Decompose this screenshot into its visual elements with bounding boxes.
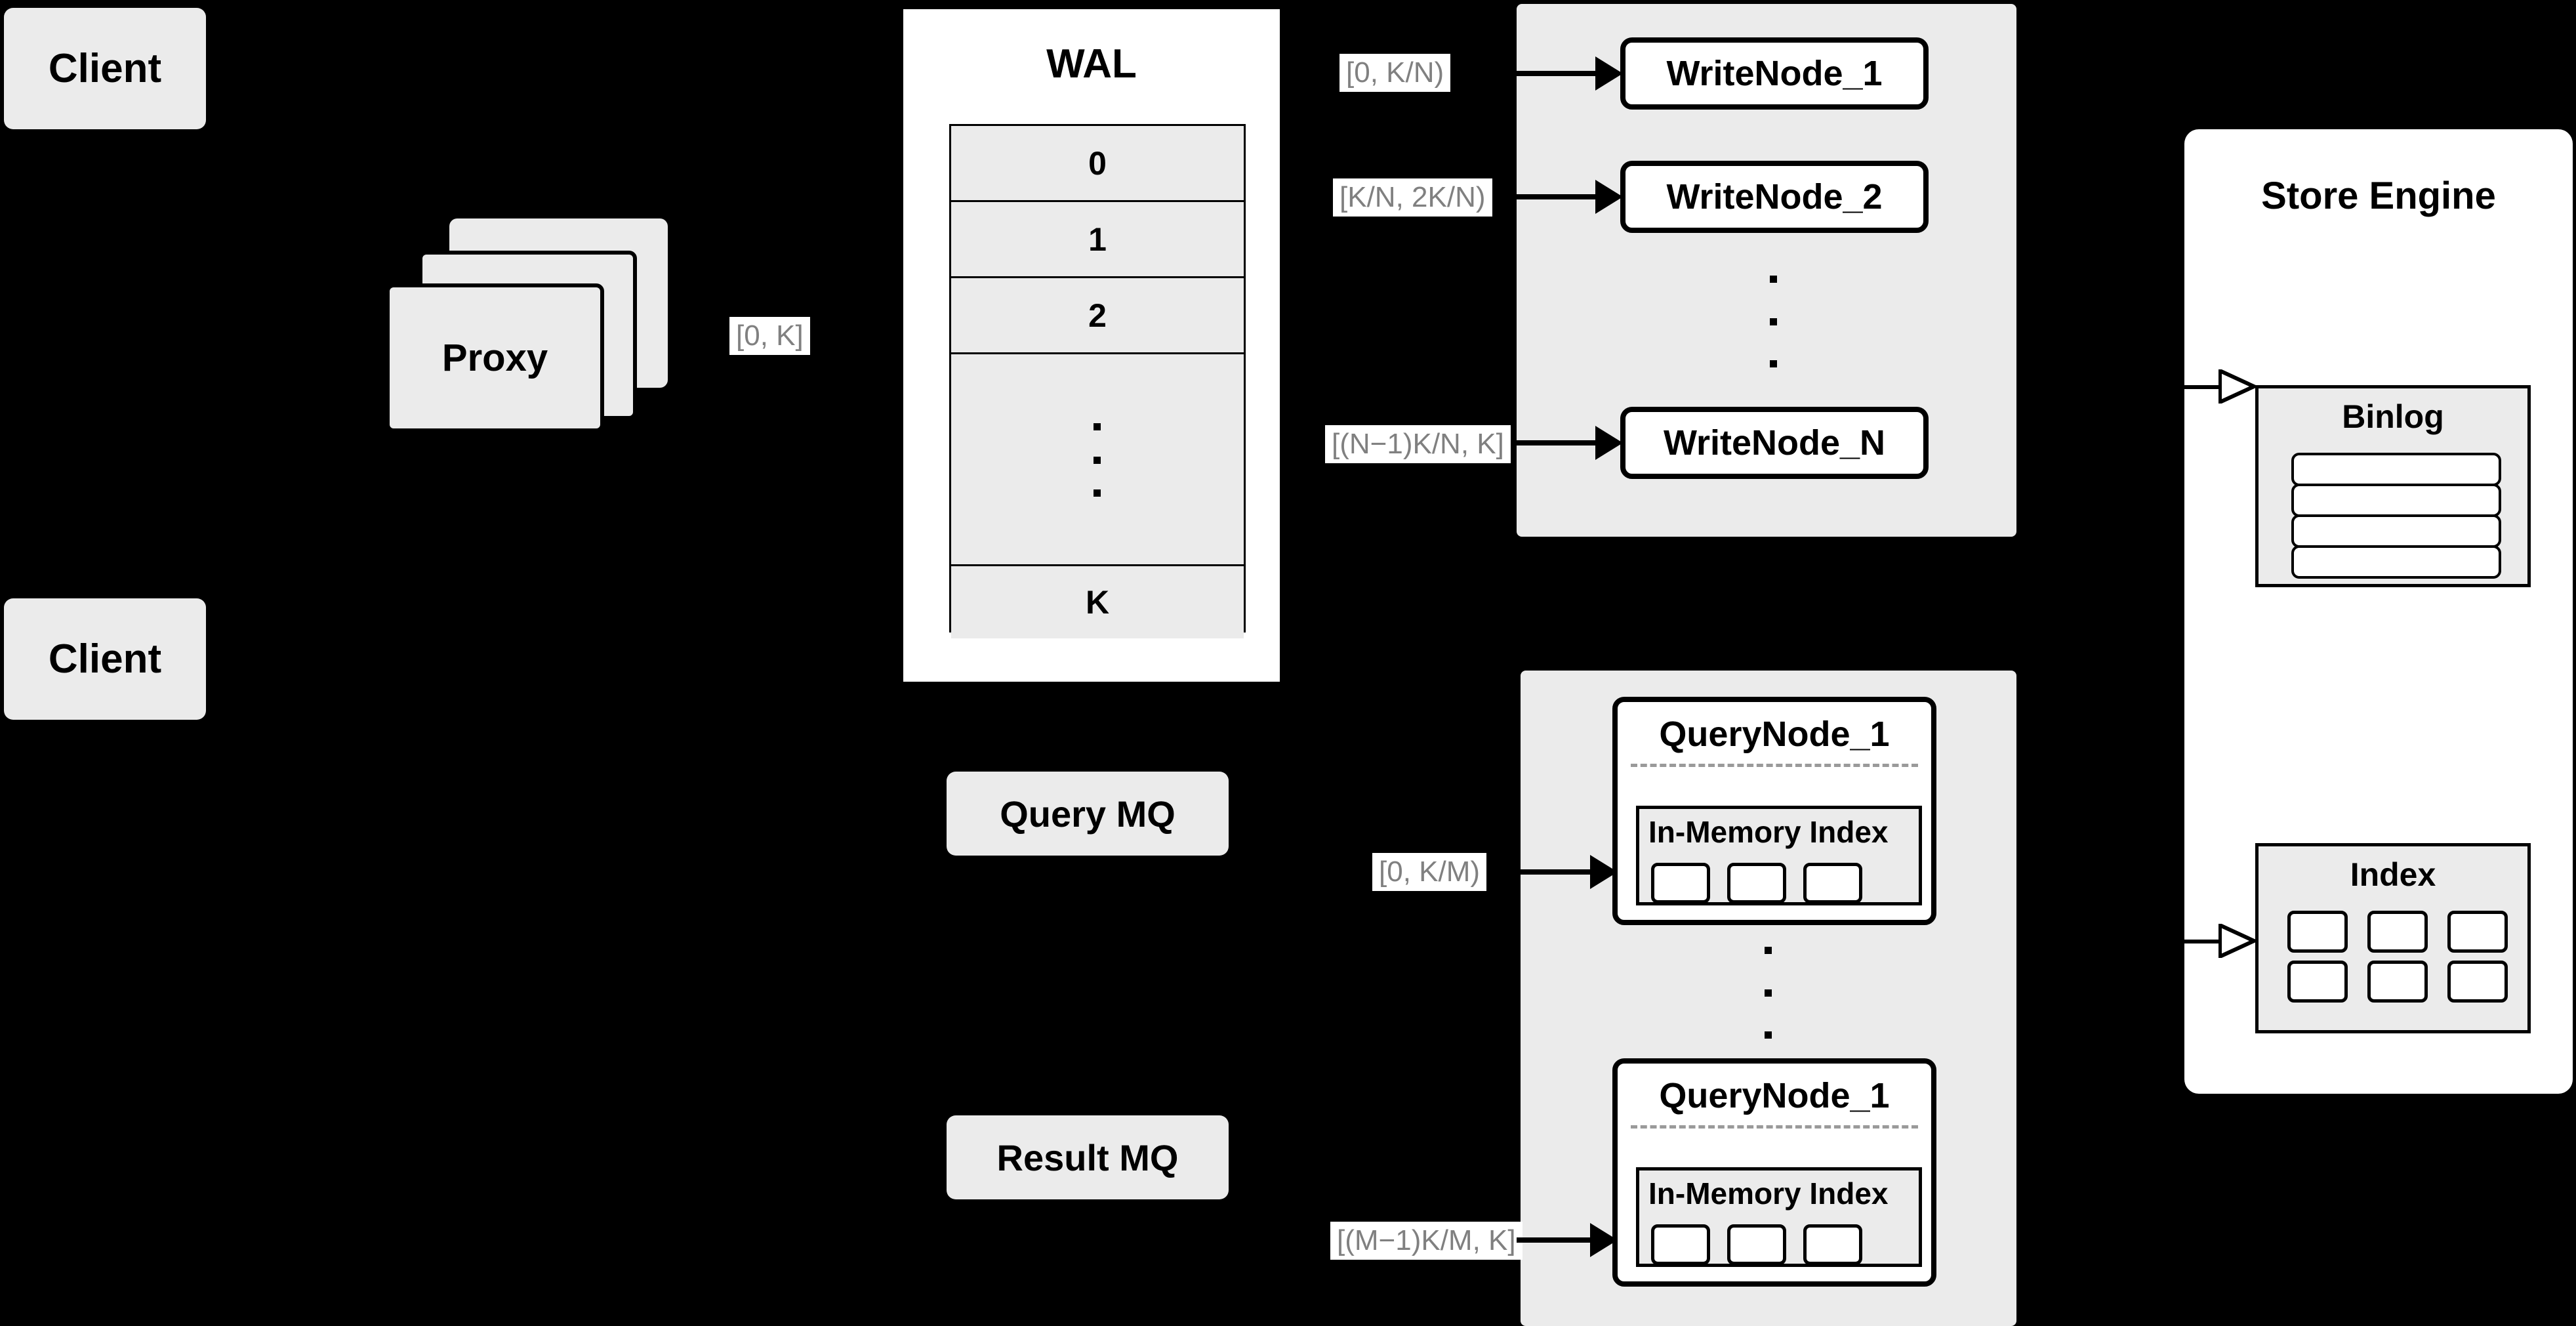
store-engine-title: Store Engine — [2261, 175, 2496, 217]
open-arrowhead-icon — [2218, 367, 2259, 405]
index-chip[interactable] — [1651, 863, 1710, 903]
write-node-2[interactable]: WriteNode_2 — [1620, 161, 1929, 233]
arrow-line-query-m — [1517, 1237, 1610, 1243]
index-chip-row-top — [2287, 911, 2508, 953]
arrow-head-write-1 — [1595, 56, 1623, 91]
index-chip[interactable] — [1727, 863, 1786, 903]
store-index-chip[interactable] — [2287, 911, 2348, 953]
arrow-head-write-2 — [1595, 180, 1623, 214]
tag-query-node-1: [0, K/M) — [1372, 853, 1487, 892]
store-index-chip[interactable] — [2447, 911, 2508, 953]
index-chip[interactable] — [1727, 1224, 1786, 1265]
write-node-label: WriteNode_1 — [1666, 54, 1883, 93]
arrow-line-query-1 — [1517, 869, 1610, 875]
arrow-head-open-binlog — [2218, 367, 2259, 407]
index-chip-row — [1651, 863, 1862, 903]
wal-title: WAL — [1046, 41, 1137, 87]
index-chip[interactable] — [1651, 1224, 1710, 1265]
query-node-divider — [1631, 1125, 1918, 1129]
arrow-head-write-n — [1595, 426, 1623, 460]
wal-row-list: 0 1 2 K — [949, 124, 1246, 638]
wal-container: WAL 0 1 2 K — [897, 3, 1286, 688]
result-mq-label: Result MQ — [996, 1136, 1179, 1178]
arrow-line-to-index — [2184, 940, 2222, 943]
write-node-n[interactable]: WriteNode_N — [1620, 407, 1929, 479]
wal-row[interactable]: 0 — [951, 126, 1244, 202]
binlog-bar[interactable] — [2291, 484, 2501, 517]
client-label: Client — [48, 636, 162, 682]
vertical-ellipsis-icon — [1094, 423, 1101, 497]
client-label: Client — [48, 46, 162, 91]
arrow-line-write-n — [1515, 440, 1615, 445]
arrow-line-write-2 — [1515, 194, 1615, 199]
wal-row[interactable]: 1 — [951, 202, 1244, 278]
wal-row[interactable]: 2 — [951, 278, 1244, 354]
vertical-ellipsis-icon — [1770, 276, 1777, 367]
proxy-label: Proxy — [441, 337, 548, 379]
result-mq-node[interactable]: Result MQ — [947, 1115, 1229, 1199]
index-chip[interactable] — [1803, 1224, 1862, 1265]
arrow-head-query-1 — [1590, 855, 1618, 889]
index-title: Index — [2350, 856, 2436, 893]
in-memory-index-2: In-Memory Index — [1636, 1167, 1922, 1267]
query-mq-label: Query MQ — [1000, 793, 1176, 835]
store-index-chip[interactable] — [2447, 961, 2508, 1003]
client-node-2[interactable]: Client — [4, 598, 206, 720]
query-mq-node[interactable]: Query MQ — [947, 772, 1229, 856]
in-memory-index-title: In-Memory Index — [1648, 1176, 1889, 1211]
in-memory-index-1: In-Memory Index — [1636, 806, 1922, 905]
arrow-head-query-m — [1590, 1223, 1618, 1257]
query-node-label: QueryNode_1 — [1659, 1076, 1890, 1115]
binlog-panel: Binlog — [2255, 385, 2531, 587]
wal-row[interactable]: K — [951, 566, 1244, 638]
tag-write-node-2: [K/N, 2K/N) — [1333, 178, 1492, 217]
store-index-chip[interactable] — [2367, 961, 2428, 1003]
binlog-bar[interactable] — [2291, 514, 2501, 548]
binlog-title: Binlog — [2342, 398, 2444, 435]
proxy-node[interactable]: Proxy — [386, 283, 604, 432]
binlog-bar[interactable] — [2291, 545, 2501, 579]
index-chip-row-bottom — [2287, 961, 2508, 1003]
write-node-label: WriteNode_N — [1663, 423, 1886, 463]
tag-write-node-1: [0, K/N) — [1339, 54, 1451, 93]
tag-query-node-m: [(M−1)K/M, K] — [1330, 1222, 1523, 1260]
arrow-head-open-index — [2218, 922, 2259, 961]
arrow-line-write-1 — [1515, 71, 1615, 76]
write-node-1[interactable]: WriteNode_1 — [1620, 37, 1929, 110]
wal-row-ellipsis — [951, 354, 1244, 566]
index-chip-row — [1651, 1224, 1862, 1265]
open-arrowhead-icon — [2218, 922, 2259, 960]
binlog-bar[interactable] — [2291, 453, 2501, 486]
query-node-m[interactable]: QueryNode_1 In-Memory Index — [1612, 1058, 1936, 1287]
index-panel: Index — [2255, 843, 2531, 1033]
store-index-chip[interactable] — [2287, 961, 2348, 1003]
query-node-label: QueryNode_1 — [1659, 715, 1890, 754]
arrow-line-to-binlog — [2184, 385, 2222, 389]
binlog-bar-list — [2291, 453, 2501, 579]
store-engine-container: Store Engine Binlog Index — [2184, 129, 2573, 1094]
tag-write-node-n: [(N−1)K/N, K] — [1325, 425, 1511, 464]
query-node-divider — [1631, 764, 1918, 767]
write-node-label: WriteNode_2 — [1666, 177, 1883, 217]
tag-proxy-to-wal: [0, K] — [729, 317, 810, 356]
vertical-ellipsis-icon — [1765, 947, 1772, 1039]
store-index-chip[interactable] — [2367, 911, 2428, 953]
in-memory-index-title: In-Memory Index — [1648, 815, 1889, 849]
query-node-1[interactable]: QueryNode_1 In-Memory Index — [1612, 697, 1936, 925]
client-node-1[interactable]: Client — [4, 8, 206, 129]
index-chip[interactable] — [1803, 863, 1862, 903]
